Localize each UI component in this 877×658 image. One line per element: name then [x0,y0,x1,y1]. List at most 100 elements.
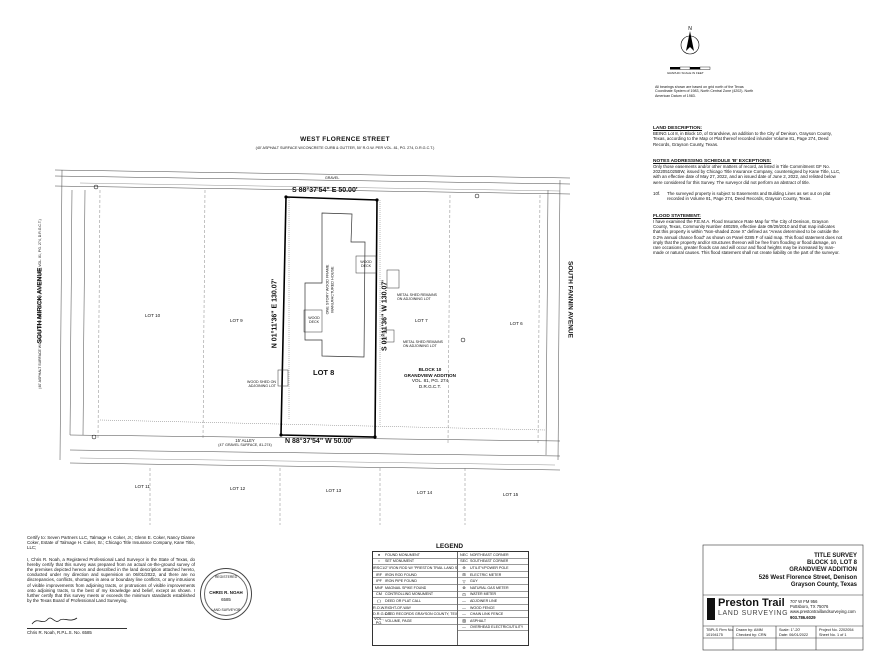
legend-label: OVERHEAD ELECTRIC/UTILITY [470,625,524,630]
legend-label: ADJOINER LINE [470,598,498,603]
title-line-2: BLOCK 10, LOT 8 [806,560,857,567]
legend-label: SET MONUMENT [385,559,415,564]
south-boundary-bearing: N 88°37'54" W 50.00' [285,438,353,445]
overhead-lines [79,182,561,466]
legend-label: VOLUME, PAGE [385,618,412,623]
svg-text:N: N [688,26,692,32]
wood-deck-1 [303,309,323,333]
lot-12-label: LOT 12 [230,486,246,491]
metal-shed-2 [383,329,395,343]
legend-symbol-icon: IRSC [373,565,383,570]
seal-number: 6585 [221,597,231,602]
legend-symbol-icon: ▽ [462,579,466,584]
legend-label: DEED OR PLAT CALL [385,598,422,603]
north-boundary-bearing: S 88°37'54" E 50.00' [292,187,358,194]
certification-body: I, Chris R. Noah, a Registered Professio… [27,556,195,604]
north-street-name: WEST FLORENCE STREET [300,136,390,143]
lot-11-label: LOT 11 [135,484,150,489]
company-subname: LAND SURVEYING [718,610,789,617]
legend-symbol-icon: ⊡ [462,592,466,597]
title-block-frame [702,544,864,651]
legend-right-row: ▽ GUY [458,578,528,585]
east-street-name: SOUTH FANNIN AVENUE [566,261,574,338]
adjoiner-lines [97,189,541,525]
legend-right-row: ▨ASPHALT [458,618,528,625]
title-line-3: GRANDVIEW ADDITION [789,567,857,574]
legend-label: NORTHEAST CORNER [470,552,509,557]
alley-name: 15' ALLEY [235,438,255,443]
legend-symbol-icon: D.R.G.C.T. [373,612,392,617]
company-address-1: 707 W FM 956 [790,599,818,604]
house-label: ONE STORY WOOD FRAME MANUFACTURED HOUSE [325,264,335,315]
company-phone: 903.786.6029 [790,614,816,620]
legend-right-row: ⊡WATER METER [458,592,528,599]
legend-label: CONTROLLING MONUMENT [385,592,434,597]
block-line-1: BLOCK 10 [418,367,442,372]
lot-6-label: LOT 6 [510,321,523,326]
metal-shed-1-label: METAL SHED REMAINS ON ADJOINING LOT [397,293,437,302]
legend-label: DEED RECORDS GRAYSON COUNTY, TEXAS [385,612,457,617]
block-label: BLOCK 10 GRANDVIEW ADDITION VOL. 81, PG.… [395,367,465,389]
legend-label: IRON ROD FOUND [385,572,417,577]
legend-left-row: D.R.G.C.T.DEED RECORDS GRAYSON COUNTY, T… [373,611,457,618]
legend-symbol-icon: ⊞ [462,573,466,578]
legend-label: NATURAL GAS METER [470,585,509,590]
block-line-3: VOL. 81, PG. 274 [411,378,449,384]
notes-panel: LAND DESCRIPTION: BEING Lot 8, in Block … [653,126,843,256]
legend-symbol-icon: ● [377,552,381,557]
legend-left-row: VOL., PG.VOLUME, PAGE [373,617,457,625]
metal-shed-1 [386,269,400,289]
legend-symbol-icon: ⊗ [462,586,466,591]
legend-symbol-icon: ○ [377,559,381,564]
surveyor-seal: REGISTERED CHRIS R. NOAH 6585 LAND SURVE… [200,568,252,620]
project-county: Grayson County, Texas [790,581,857,588]
schedule-b-item-number: 10f. [653,191,661,197]
alley-desc: (47' GRAVEL SURFACE, 81-274) [218,443,272,447]
legend-right-row: —ADJOINER LINE [458,598,528,605]
legend-symbol-icon: IPF [376,579,382,584]
legend-right-row: ⊞ELECTRIC METER [458,572,528,579]
legend-label: IRON PIPE FOUND [385,579,417,584]
seal-bottom-text: LAND SURVEYOR [211,608,241,612]
legend-label: GUY [470,579,478,584]
project-address: 526 West Florence Street, Denison [758,574,857,581]
east-boundary-bearing: S 01°11'36" W 130.07' [381,280,389,351]
legend-right-row: ⊗ NATURAL GAS METER [458,585,528,592]
wood-shed [277,369,289,387]
house-footprint [304,212,366,358]
wood-deck-1-label: WOOD DECK [308,316,320,325]
legend-symbol-icon: R.O.W. [373,605,386,610]
schedule-b-item: 10f. The surveyed property is subject to… [653,191,843,202]
project-number: Project No. 2202054 [819,628,854,632]
certification-panel: Certify to: Seven Partners LLC, Talmage … [27,535,195,603]
project-sheet-cell: Project No. 2202054 Sheet No. 1 of 1 [819,628,854,637]
metal-shed-2-label: METAL SHED REMAINS ON ADJOINING LOT [403,340,443,349]
west-street-desc: (40' ASPHALT SURFACE W/CONCRETE CURB & G… [38,219,42,389]
firm-number-label: TBPLS Firm No. [706,628,734,632]
legend-right-row: —CHAIN LINK FENCE [458,611,528,618]
wood-shed-label: WOOD SHED ON ADJOINING LOT [247,380,276,389]
seal-top-text: REGISTERED [214,575,238,579]
drawn-by-cell: Drawn by: AMM Checked by: CRN [736,628,766,637]
lot-15-label: LOT 15 [503,492,519,497]
legend-label: FOUND MONUMENT [385,552,420,557]
lot-7-label: LOT 7 [415,318,428,323]
legend-right-row: ⊕UTILITY/POWER POLE [458,565,528,572]
schedule-b-body: Only those easements and/or other matter… [653,163,841,185]
north-street-desc: (40' ASPHALT SURFACE W/CONCRETE CURB & G… [255,146,435,150]
legend-label: ASPHALT [470,618,487,623]
lot-14-label: LOT 14 [417,490,433,495]
firm-number-cell: TBPLS Firm No. 10194175 [706,628,734,637]
legend-title: LEGEND [435,543,464,550]
company-website[interactable]: www.prestontraillandsurveying.com [790,609,856,615]
gravel-label: GRAVEL [325,176,340,180]
seal-name: CHRIS R. NOAH [209,590,243,595]
legend-symbol-icon: CM [376,592,382,597]
